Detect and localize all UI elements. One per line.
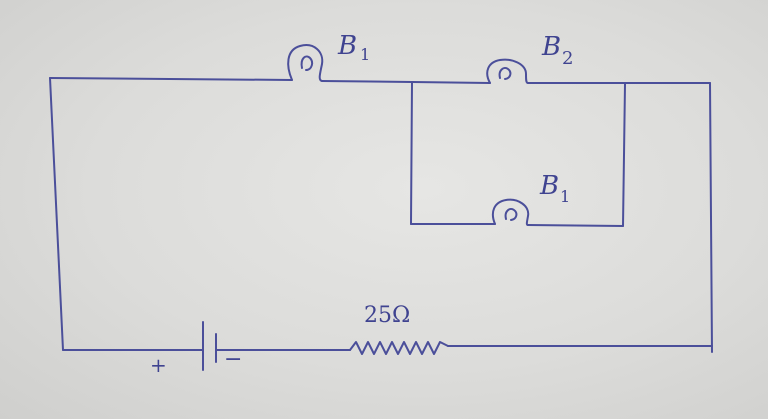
wire-top-left	[49, 77, 293, 81]
bulb-b1-top-letter: B	[337, 31, 357, 61]
battery-minus-sign: −	[224, 347, 242, 372]
bulb-b1-lower: B 1	[491, 171, 570, 226]
wire-branch-right	[622, 83, 626, 227]
bulb-b2: B 2	[486, 32, 573, 84]
wire-branch-bottom-right	[527, 224, 624, 227]
wire-branch-left	[410, 81, 413, 225]
bulb-b1-top-subscript: 1	[360, 45, 370, 64]
resistor-zigzag	[349, 341, 449, 355]
bulb-b2-filament	[498, 67, 512, 80]
wire-top-middle	[321, 80, 413, 83]
bulb-b1-lower-subscript: 1	[560, 187, 570, 206]
bulb-b1-lower-symbol	[491, 198, 530, 226]
bulb-b1-top: B 1	[287, 31, 370, 82]
bulb-b2-letter: B	[541, 32, 561, 62]
battery: + −	[150, 321, 242, 377]
wire-branch-top-left	[411, 81, 491, 84]
battery-plus-sign: +	[150, 353, 167, 377]
resistor: 25Ω	[349, 303, 449, 355]
bulb-b1-top-filament	[300, 55, 314, 71]
wire-left	[49, 77, 64, 351]
bulb-b2-symbol	[486, 58, 529, 84]
bulb-b1-top-symbol	[287, 44, 324, 82]
bulb-b1-lower-filament	[504, 208, 518, 221]
wire-right	[709, 82, 713, 353]
bulb-b2-subscript: 2	[562, 48, 573, 69]
bulb-b1-lower-letter: B	[539, 171, 559, 201]
resistor-label: 25Ω	[364, 303, 410, 328]
